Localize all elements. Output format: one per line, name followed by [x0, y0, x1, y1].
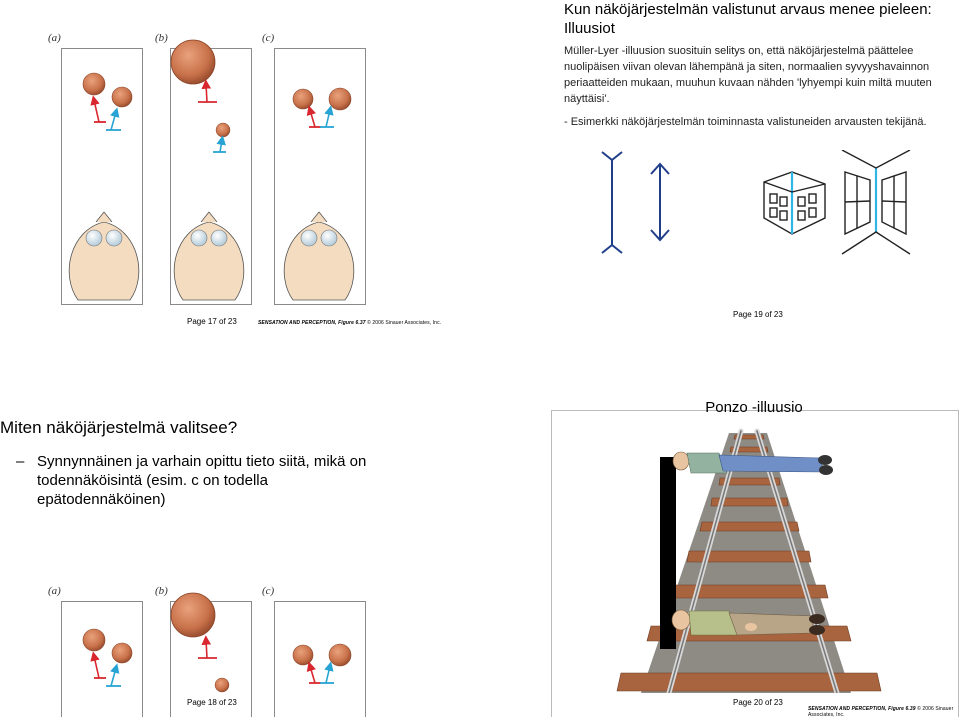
measuring-bar: [660, 457, 676, 649]
slide-18-title: Miten näköjärjestelmä valitsee?: [0, 418, 238, 437]
head-a: [68, 211, 140, 301]
slide-19-title: Kun näköjärjestelmän valistunut arvaus m…: [564, 1, 932, 37]
panel-label-c: (c): [262, 32, 275, 44]
slide-19-paragraph-2: - Esimerkki näköjärjestelmän toiminnasta…: [564, 116, 927, 128]
slide-20-title: Ponzo -illuusio: [705, 399, 803, 416]
figure-credit-20: SENSATION AND PERCEPTION, Figure 6.39 © …: [808, 706, 960, 718]
page-label-20: Page 20 of 23: [733, 698, 783, 707]
panel-label-a-bottom: (a): [48, 585, 61, 597]
coin-b-small: [215, 122, 231, 138]
ponzo-railroad-illustration: [616, 428, 882, 693]
slide-18-bullet: – Synnynnäinen ja varhain opittu tieto s…: [16, 452, 396, 509]
muller-lyer-illustration: [601, 150, 911, 255]
panel-label-b: (b): [155, 32, 168, 44]
coin-b-large: [170, 39, 216, 85]
railroad-ties: [616, 434, 882, 692]
figure-credit-17: SENSATION AND PERCEPTION, Figure 6.37 © …: [258, 320, 441, 326]
slide-19-paragraph-1: Müller-Lyer -illuusion suosituin selitys…: [564, 45, 932, 105]
credit-copy: © 2006 Sinauer Associates, Inc.: [367, 320, 442, 326]
slide-20-frame: [551, 410, 959, 717]
head-b: [173, 211, 245, 301]
coin-heads-illustration-top: [68, 39, 355, 301]
man-near: [671, 609, 825, 636]
page-label-17: Page 17 of 23: [187, 317, 237, 326]
credit-main-20: SENSATION AND PERCEPTION, Figure 6.39: [808, 706, 916, 712]
panel-label-b-bottom: (b): [155, 585, 168, 597]
figure-panel-c-bottom: [274, 601, 366, 717]
building-corner: [763, 171, 826, 235]
railroad-rails: [666, 428, 840, 693]
bullet-dash: –: [16, 453, 25, 470]
panel-label-c-bottom: (c): [262, 585, 275, 597]
panel-label-a: (a): [48, 32, 61, 44]
coin-c-left: [292, 88, 314, 110]
page-label-18: Page 18 of 23: [187, 698, 237, 707]
coin-c-right: [328, 87, 352, 111]
man-far: [672, 451, 833, 475]
bullet-text: Synnynnäinen ja varhain opittu tieto sii…: [37, 453, 367, 508]
head-c: [283, 211, 355, 301]
room-corner: [841, 150, 911, 255]
coin-illustration-bottom: [82, 592, 352, 693]
coin-a-near: [82, 72, 106, 96]
coin-a-far: [111, 86, 133, 108]
credit-copy-20: © 2006 Sinauer Associates, Inc.: [808, 706, 954, 718]
page-label-19: Page 19 of 23: [733, 310, 783, 319]
credit-main: SENSATION AND PERCEPTION, Figure 6.37: [258, 320, 366, 326]
